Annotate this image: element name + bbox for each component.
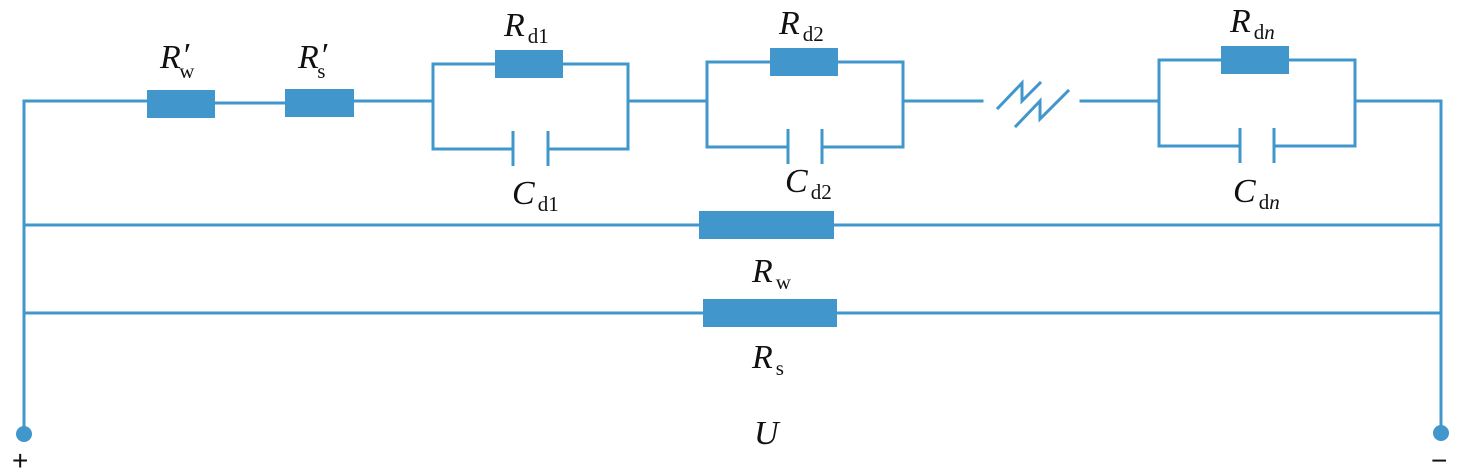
label-r-w-prime: R′w [159, 37, 195, 83]
resistor-r-w-prime [147, 90, 215, 118]
resistor-r-s [703, 299, 837, 327]
omitted-stages-break-icon [995, 79, 1071, 129]
rc-stage-1 [431, 50, 630, 166]
negative-terminal-label: − [1431, 445, 1447, 475]
rc-stage-1-frame [431, 62, 630, 151]
rc-stage-n-frame [1157, 58, 1357, 148]
resistor-r-d2 [770, 48, 838, 76]
resistor-r-w [699, 211, 834, 239]
positive-terminal-dot [16, 426, 32, 442]
rc-stage-2 [705, 48, 905, 164]
rc-stage-2-frame [705, 60, 905, 149]
label-u: U [754, 415, 781, 452]
label-r-s-prime: R′s [297, 37, 328, 83]
negative-terminal-dot [1433, 425, 1449, 441]
resistor-r-d1 [495, 50, 563, 78]
resistor-r-s-prime [285, 89, 354, 117]
resistor-r-dn [1221, 46, 1289, 74]
positive-terminal-label: + [12, 445, 28, 475]
rc-stage-n [1157, 46, 1357, 163]
